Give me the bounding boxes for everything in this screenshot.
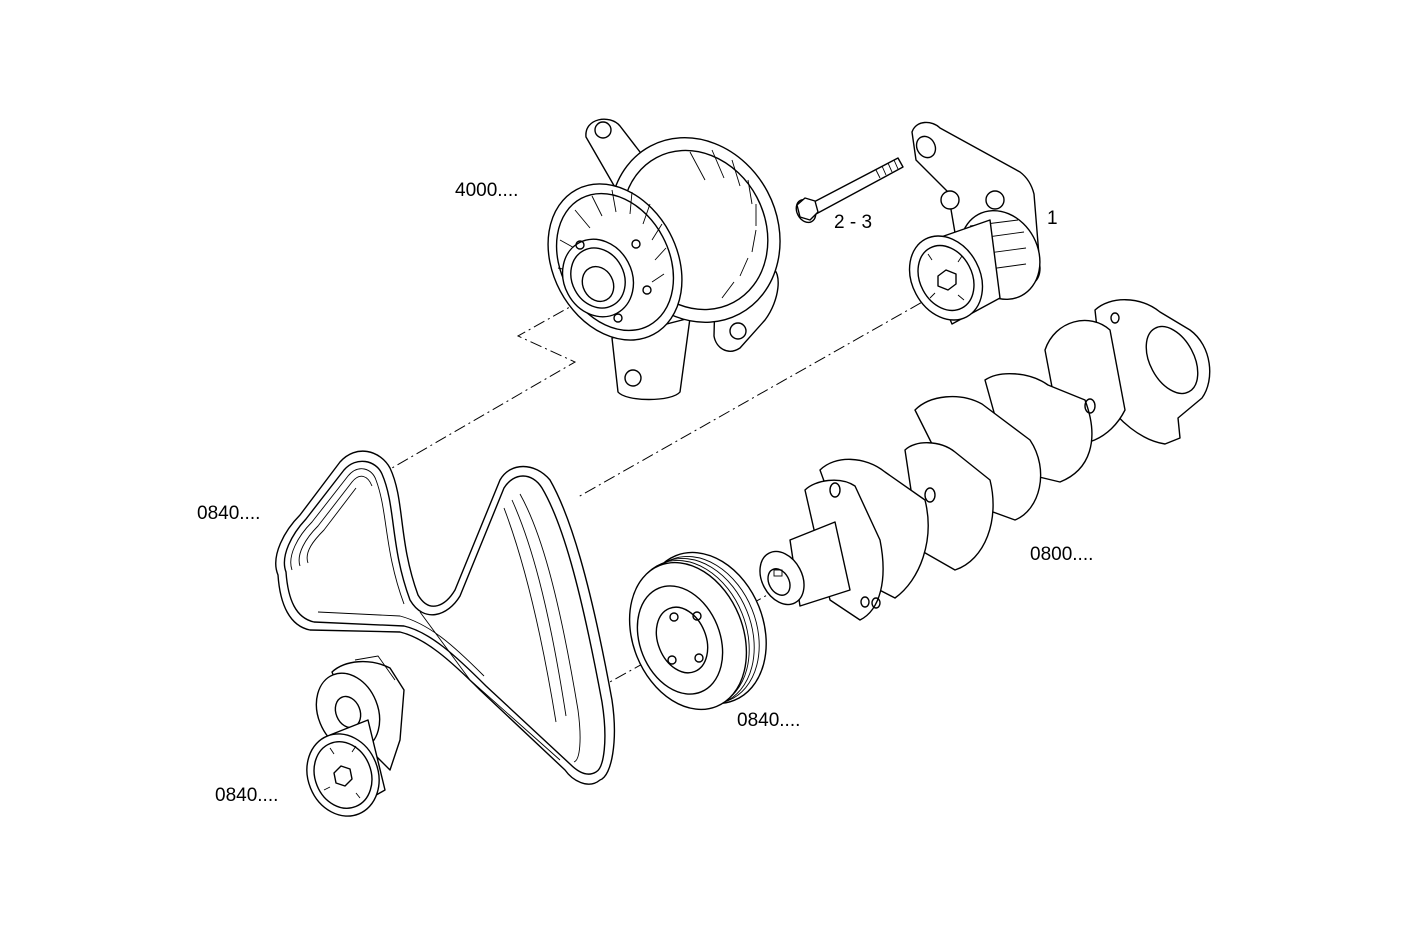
crankshaft[interactable] [751, 299, 1211, 621]
crank-pulley[interactable] [609, 534, 788, 727]
belt-tensioner[interactable] [295, 655, 405, 827]
idler-bracket[interactable] [895, 121, 1055, 332]
callout-tensioner[interactable]: 0840.... [215, 785, 279, 806]
callout-belt[interactable]: 0840.... [197, 503, 261, 524]
callout-bracket[interactable]: 1 [1047, 208, 1058, 229]
callout-bolts[interactable]: 2 - 3 [834, 212, 873, 233]
poly-v-belt[interactable] [275, 450, 616, 785]
callout-crank-pulley[interactable]: 0840.... [737, 710, 801, 731]
callout-alternator[interactable]: 4000.... [455, 180, 519, 201]
bolt[interactable] [792, 157, 904, 226]
callout-crankshaft[interactable]: 0800.... [1030, 544, 1094, 565]
alternator[interactable] [522, 108, 812, 401]
